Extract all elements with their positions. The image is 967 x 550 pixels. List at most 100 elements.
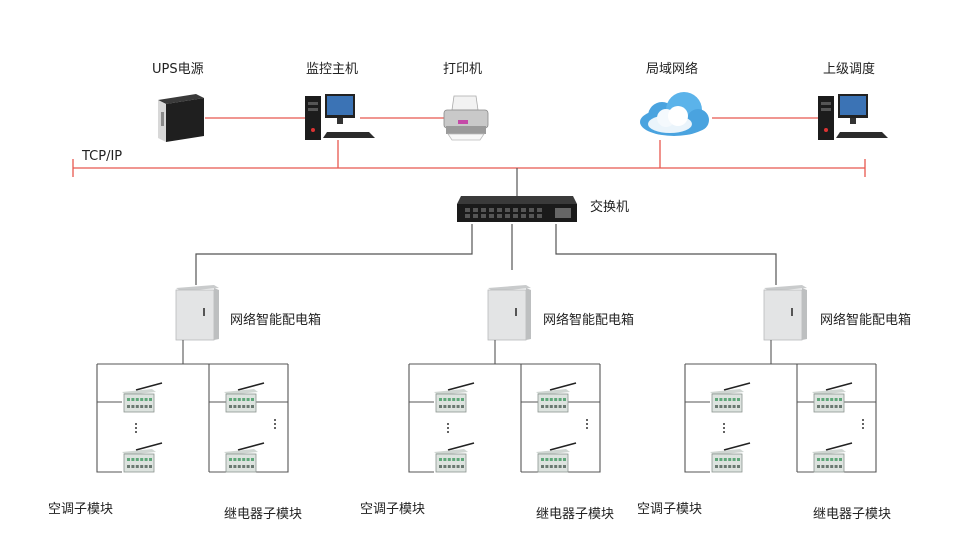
module-terminal <box>821 458 825 461</box>
module-body <box>537 453 569 473</box>
module-terminal <box>834 398 838 401</box>
ellipsis-dot <box>723 427 725 429</box>
module-terminal <box>447 398 451 401</box>
red-links <box>72 117 866 177</box>
module-terminal <box>723 398 727 401</box>
module-terminal <box>563 458 566 461</box>
module-terminal <box>817 465 820 468</box>
module-terminal <box>131 458 135 461</box>
module-terminal <box>732 458 736 461</box>
cabinet-side <box>214 288 219 340</box>
module-terminal <box>541 465 544 468</box>
module-terminal <box>732 405 736 408</box>
antenna <box>237 382 265 391</box>
relay-module-label-3: 继电器子模块 <box>813 507 892 522</box>
ellipsis-dot <box>274 419 276 421</box>
module-terminal <box>821 398 825 401</box>
tcpip-label: TCP/IP <box>82 149 123 164</box>
cabinet-front <box>763 289 803 341</box>
module-terminal <box>246 398 250 401</box>
module-terminal <box>452 398 456 401</box>
module-terminal <box>443 465 447 468</box>
ellipsis-dot <box>862 423 864 425</box>
module-terminal <box>554 465 558 468</box>
ellipsis-dot <box>447 427 449 429</box>
module-terminal <box>817 398 820 401</box>
module-terminal <box>149 458 152 461</box>
module-terminal <box>563 465 566 468</box>
module-terminal <box>541 398 544 401</box>
module-terminal <box>821 405 825 408</box>
ellipsis-dot <box>862 427 864 429</box>
antenna <box>549 382 577 391</box>
module-terminal <box>447 405 451 408</box>
module-terminal <box>237 398 241 401</box>
module-terminal <box>251 398 254 401</box>
module-terminal <box>541 458 544 461</box>
module-terminal <box>251 405 254 408</box>
module-terminal <box>834 458 838 461</box>
monitor-host-label: 监控主机 <box>306 62 359 77</box>
module-terminal <box>554 405 558 408</box>
ellipsis-dot <box>723 423 725 425</box>
cabinet-handle <box>515 308 517 316</box>
module-terminal <box>461 405 464 408</box>
ellipsis-dot <box>135 427 137 429</box>
module-top <box>122 389 156 395</box>
module-terminal <box>549 398 553 401</box>
cabinet-front <box>487 289 527 341</box>
submodule-icon <box>434 442 475 473</box>
module-terminal <box>549 465 553 468</box>
module-terminal <box>834 405 838 408</box>
module-terminal <box>127 398 130 401</box>
module-terminal <box>229 458 232 461</box>
module-terminal <box>149 465 152 468</box>
module-terminal <box>558 465 562 468</box>
module-terminal <box>242 465 246 468</box>
module-terminal <box>439 398 442 401</box>
module-terminal <box>131 398 135 401</box>
module-terminal <box>715 458 718 461</box>
switch-links <box>195 168 777 285</box>
module-terminal <box>715 398 718 401</box>
module-terminal <box>135 465 139 468</box>
module-terminal <box>461 465 464 468</box>
module-terminal <box>825 405 829 408</box>
cabinet-1-label: 网络智能配电箱 <box>230 313 322 328</box>
module-terminal <box>563 398 566 401</box>
module-terminal <box>728 458 732 461</box>
module-body <box>225 453 257 473</box>
module-terminal <box>229 465 232 468</box>
module-top <box>122 449 156 455</box>
module-terminal <box>737 398 740 401</box>
submodule-icon <box>710 442 751 473</box>
cabinet-handle <box>203 308 205 316</box>
module-terminal <box>149 398 152 401</box>
module-terminal <box>737 458 740 461</box>
module-terminal <box>251 458 254 461</box>
module-terminal <box>131 465 135 468</box>
module-body <box>123 453 155 473</box>
cabinet-handle <box>791 308 793 316</box>
ellipsis-dot <box>586 419 588 421</box>
module-terminal <box>135 405 139 408</box>
module-terminal <box>732 465 736 468</box>
antenna <box>549 442 577 451</box>
module-terminal <box>456 458 460 461</box>
module-terminal <box>443 405 447 408</box>
module-body <box>123 393 155 413</box>
submodule-icon <box>536 442 577 473</box>
module-terminal <box>242 398 246 401</box>
antenna <box>825 442 853 451</box>
module-terminal <box>732 398 736 401</box>
module-terminal <box>127 405 130 408</box>
distribution-cabinet-icon <box>175 285 219 341</box>
cabinet-group-1 <box>96 285 289 473</box>
submodule-icon <box>812 442 853 473</box>
module-top <box>812 389 846 395</box>
module-terminal <box>237 405 241 408</box>
module-terminal <box>233 405 237 408</box>
module-body <box>711 393 743 413</box>
